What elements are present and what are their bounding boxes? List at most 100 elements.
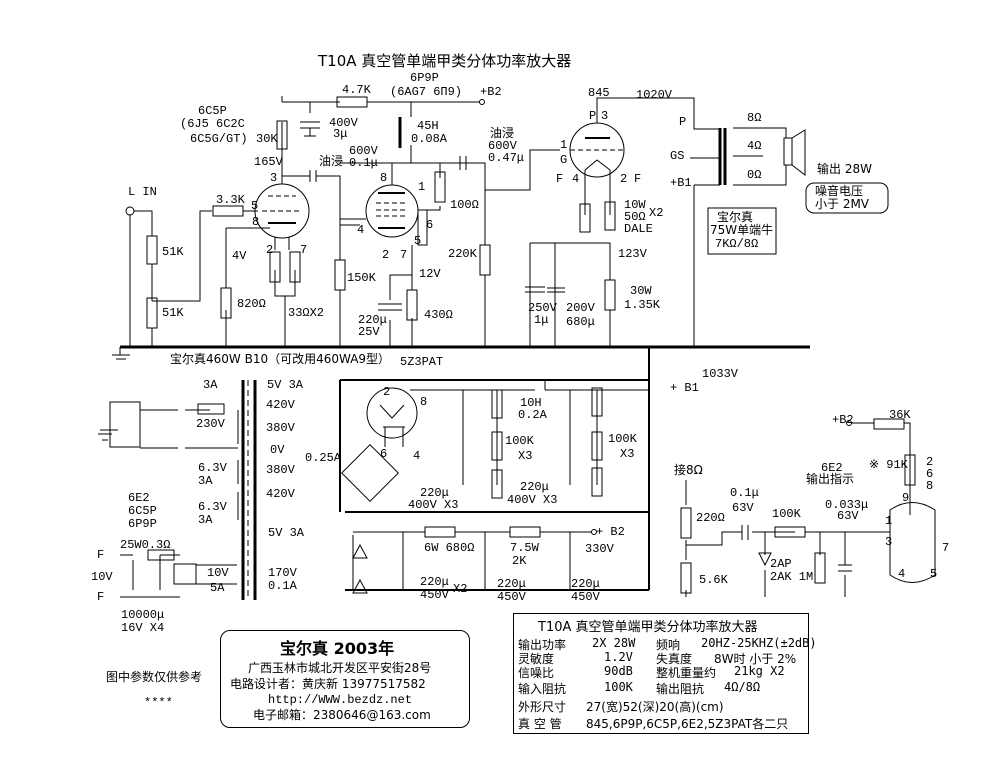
diagram-title: T10A 真空管单端甲类分体功率放大器 [318, 52, 572, 70]
spec-label: 失真度 [656, 652, 693, 666]
tube-v2-alts: (6AG7 6П9) [390, 85, 463, 99]
c-25v-label: 25V [358, 325, 380, 339]
v3-pin1: 1 [560, 138, 568, 152]
rect-pin6: 6 [380, 447, 388, 461]
tap-b1: +B1 [670, 176, 692, 190]
c-200v-label: 200V [566, 301, 595, 315]
v1-pin7: 7 [300, 243, 308, 257]
v2-pin4: 4 [357, 223, 365, 237]
v1-pin5: 5 [251, 199, 259, 213]
c-e-rating: 450V [571, 590, 600, 604]
sec-420a: 420V [266, 398, 295, 412]
sec-170-a: 0.1A [268, 579, 297, 593]
c-400v-label: 400V [329, 116, 358, 130]
sec-170v: 170V [268, 566, 297, 580]
b2-label: + B2 [596, 525, 625, 539]
resistor-51k-a [146, 235, 158, 265]
spec-label: 整机重量约 [656, 666, 717, 680]
resistor-220k [479, 244, 491, 276]
r-2k-w: 7.5W [510, 541, 539, 555]
c-d-value: 220μ [497, 577, 526, 591]
spec-value: 1.2V [604, 650, 633, 664]
v10-label: 10V [91, 570, 113, 584]
ind-pin9: 9 [902, 491, 910, 505]
ground-symbol [112, 347, 130, 360]
resistor-1k35 [604, 279, 616, 311]
v1-pin8: 8 [252, 215, 260, 229]
fuse-3a [197, 403, 225, 415]
sec-0v: 0V [270, 443, 285, 457]
noise-label: 噪音电压 [815, 184, 864, 198]
sec-380b: 380V [266, 463, 295, 477]
b2-voltage: 330V [585, 542, 614, 556]
v3-pin-g: G [560, 153, 568, 167]
v2-pin2: 2 [382, 248, 390, 262]
c-01u-ind: 0.1μ [730, 486, 759, 500]
r-150k-label: 150K [347, 271, 376, 285]
speaker-icon [791, 129, 806, 177]
r-36k-label: 36K [889, 408, 911, 422]
ind-tap: 接8Ω [674, 463, 703, 477]
r-680-label: 6W 680Ω [424, 541, 475, 555]
c-fil-rating: 16V X4 [121, 621, 165, 635]
spec-label: 输出功率 [518, 638, 567, 652]
r-100k-a: 100K [505, 434, 534, 448]
spec-value: 21kg X2 [734, 664, 785, 678]
v1-pin3: 3 [270, 171, 278, 185]
spec-value: 20HZ-25KHZ(±2dB) [701, 636, 817, 650]
c-c-rating: 450V [420, 588, 449, 602]
spec-size-label: 外形尺寸 [518, 700, 567, 714]
c-0033-value: 0.033μ [825, 498, 869, 512]
stars: **** [144, 696, 173, 710]
ind-pin1: 1 [885, 514, 893, 528]
c-c-x2: X2 [453, 582, 468, 596]
c-e-value: 220μ [571, 577, 600, 591]
c-fil-value: 10000μ [121, 608, 165, 622]
spec-value: 4Ω/8Ω [724, 680, 761, 694]
r-100k-b-x3: X3 [620, 447, 635, 461]
r-10w-label: 10W [624, 198, 646, 212]
credits-url[interactable]: http://WWW.bezdz.net [268, 693, 413, 707]
spec-tubes-value: 845,6P9P,6C5P,6E2,5Z3PAT各二只 [586, 717, 789, 731]
v2-pin8: 8 [380, 171, 388, 185]
c-3u-label: 3μ [333, 127, 348, 141]
c-250v-label: 250V [528, 301, 557, 315]
c-220u-label: 220μ [358, 313, 387, 327]
heater2-v: 6.3V [198, 500, 227, 514]
output-transformer [718, 128, 727, 185]
ind-b2: +B2 [832, 413, 854, 427]
b2-top-label: +B2 [480, 85, 502, 99]
credits-brand: 宝尔真 2003年 [280, 639, 395, 658]
r-50-label: 50Ω [624, 210, 646, 224]
r-4k7-label: 4.7K [342, 83, 371, 97]
v3-pin3: 3 [601, 109, 609, 123]
f1-label: F [97, 548, 105, 562]
resistor-30k [276, 120, 288, 150]
diode-alt: 2AK 1M [770, 570, 814, 584]
c-680u-label: 680μ [566, 315, 595, 329]
spec-label: 输入阻抗 [518, 682, 567, 696]
rect-pin4: 4 [413, 449, 421, 463]
spec-value: 2X 28W [592, 636, 636, 650]
credits-designer: 电路设计者：黄庆新 13977517582 [230, 677, 426, 691]
choke-10h: 10H [520, 396, 542, 410]
ind-pin3: 3 [885, 535, 893, 549]
ind-pin6: 6 [926, 467, 934, 481]
rect-pin8: 8 [420, 395, 428, 409]
input-jack [125, 206, 135, 216]
v-12-label: 12V [419, 267, 441, 281]
dale-label: DALE [624, 222, 653, 236]
heater1-a: 3A [198, 474, 213, 488]
tube-6e2-label: 输出指示 [806, 472, 855, 486]
r-30w-label: 30W [630, 284, 652, 298]
c-01u-label: 0.1μ [349, 156, 378, 170]
spec-label: 灵敏度 [518, 652, 555, 666]
credits-email[interactable]: 电子邮箱：2380646@163.com [253, 708, 431, 722]
tube-v1-alts2: 6C5G/GT) [190, 132, 248, 146]
rect-out-a: 5A [210, 581, 225, 595]
r-3k3-label: 3.3K [216, 193, 245, 207]
r-100-label: 100Ω [450, 198, 479, 212]
tube-v2-name: 6P9P [410, 71, 439, 85]
spec-value: 90dB [604, 664, 633, 678]
